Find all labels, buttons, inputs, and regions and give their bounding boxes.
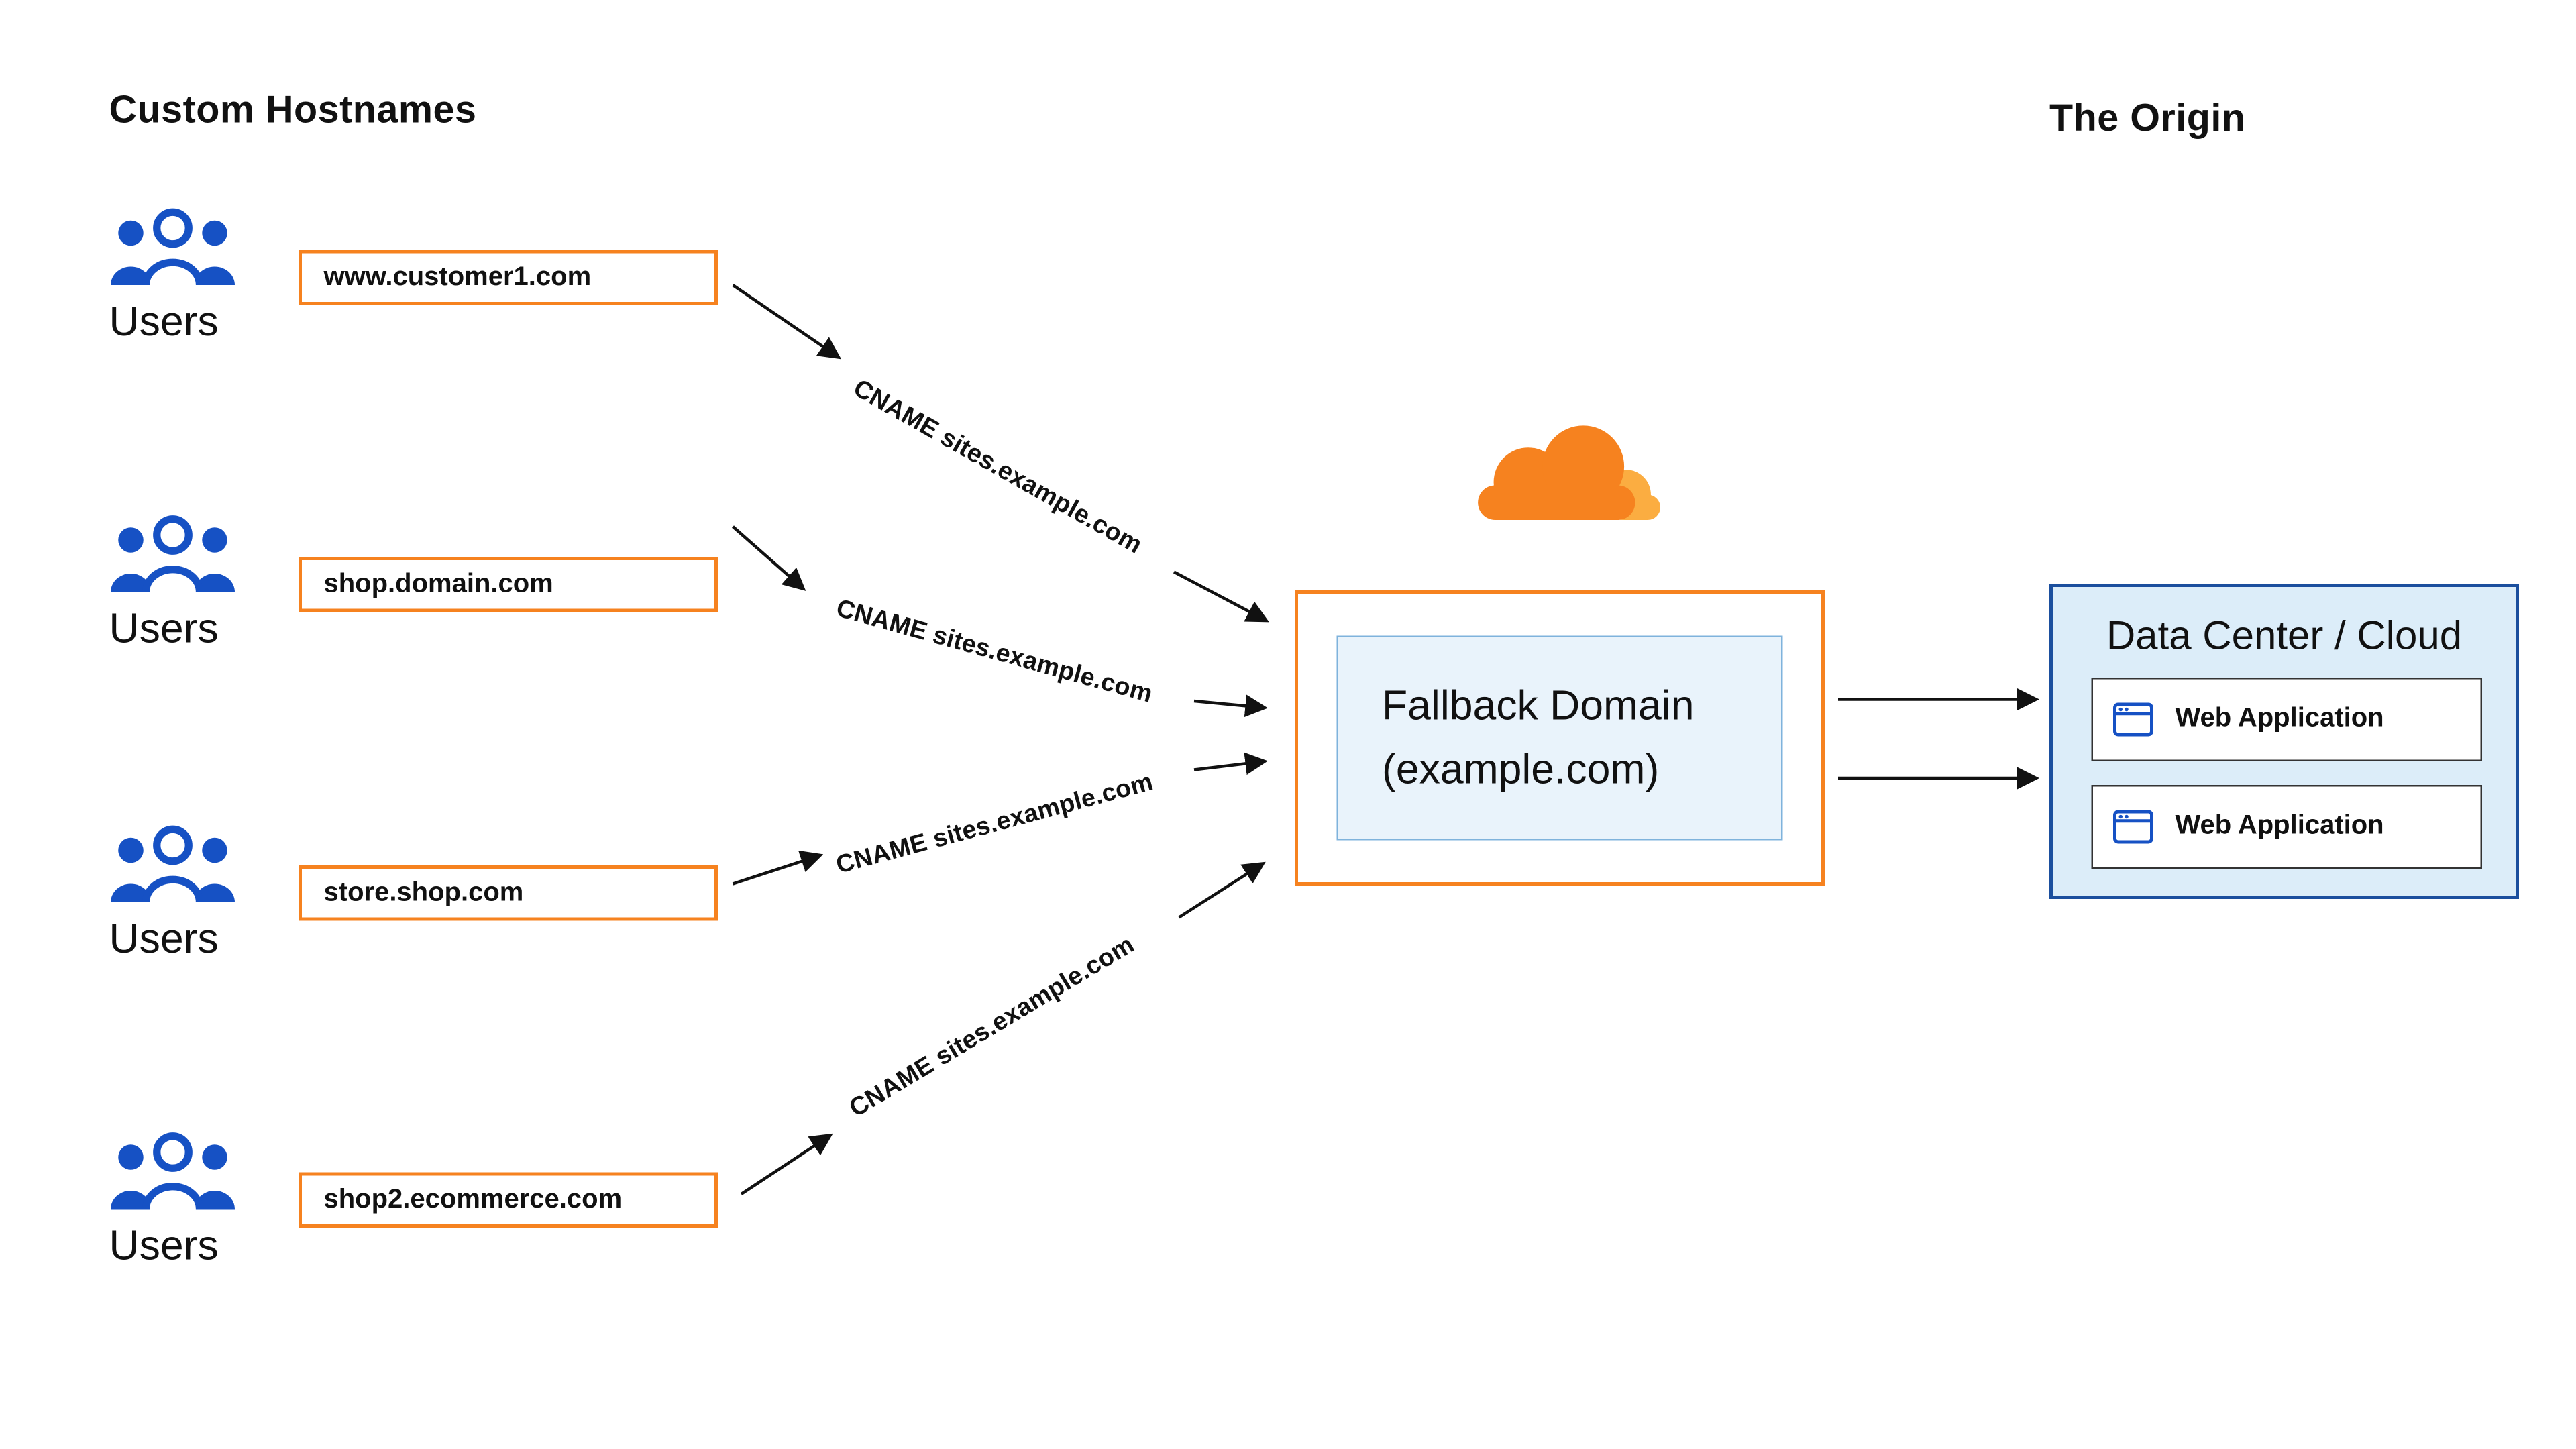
origin-box: Data Center / Cloud Web Application Web … — [2049, 584, 2519, 899]
users-icon — [111, 1132, 235, 1210]
users-label: Users — [109, 916, 219, 963]
users-label: Users — [109, 1222, 219, 1270]
web-application-label: Web Application — [2175, 812, 2384, 841]
hostname-box: shop.domain.com — [299, 557, 718, 612]
user-group: Users — [109, 1132, 237, 1272]
hostname-box: www.customer1.com — [299, 250, 718, 305]
cloudflare-logo-icon — [1478, 425, 1660, 520]
web-application-label: Web Application — [2175, 704, 2384, 733]
hostname-box: store.shop.com — [299, 865, 718, 921]
user-group: Users — [109, 515, 237, 655]
fallback-domain-box: Fallback Domain (example.com) — [1336, 635, 1783, 841]
users-icon — [111, 208, 235, 286]
right-heading: The Origin — [2049, 95, 2246, 140]
web-application-row: Web Application — [2091, 785, 2482, 869]
users-label: Users — [109, 605, 219, 653]
browser-window-icon — [2113, 810, 2153, 844]
browser-window-icon — [2113, 702, 2153, 737]
users-icon — [111, 825, 235, 903]
user-group: Users — [109, 208, 237, 347]
fallback-domain-line1: Fallback Domain — [1382, 682, 1695, 730]
user-group: Users — [109, 825, 237, 965]
fallback-domain-line2: (example.com) — [1382, 746, 1660, 794]
hostname-box: shop2.ecommerce.com — [299, 1172, 718, 1228]
left-heading: Custom Hostnames — [109, 87, 477, 131]
origin-title: Data Center / Cloud — [2106, 614, 2463, 659]
web-application-row: Web Application — [2091, 678, 2482, 761]
users-icon — [111, 515, 235, 592]
users-label: Users — [109, 299, 219, 345]
fallback-domain-outer-box: Fallback Domain (example.com) — [1295, 590, 1825, 885]
